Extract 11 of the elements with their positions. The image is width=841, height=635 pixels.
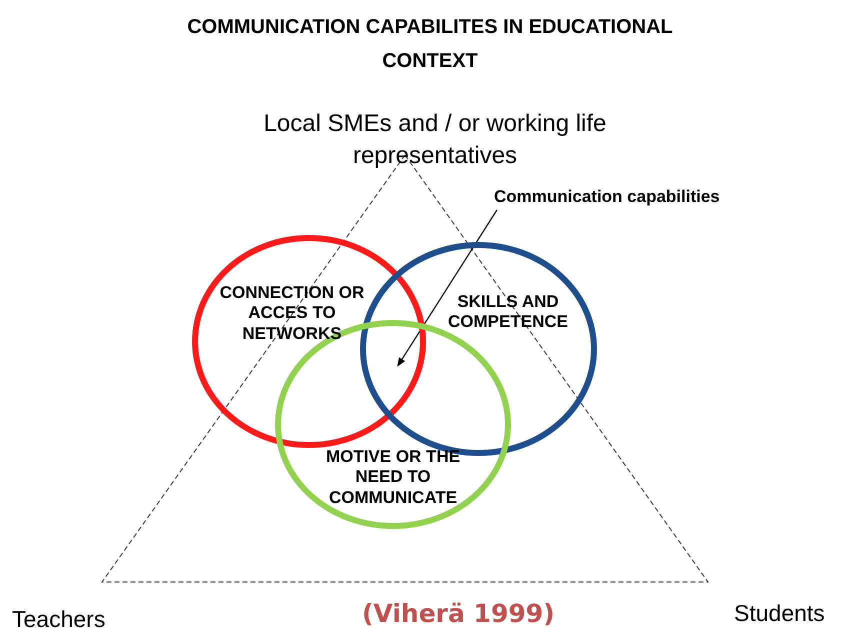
callout-text: Communication capabilities [494,184,786,210]
circle-label: MOTIVE OR THE NEED TO COMMUNICATE [324,447,462,508]
corner-label: Teachers [12,605,106,634]
circle [192,235,426,448]
citation: (Viherä 1999) [362,598,555,630]
leader-arrow [397,210,498,367]
corner-label: Local SMEs and / or working life representatives [262,109,608,171]
corner-label: Students [734,599,825,628]
circle-label: SKILLS AND COMPETENCE [447,292,569,333]
circle-label: CONNECTION OR ACCES TO NETWORKS [218,283,366,344]
title: COMMUNICATION CAPABILITES IN EDUCATIONAL CONTEXT [186,15,674,74]
